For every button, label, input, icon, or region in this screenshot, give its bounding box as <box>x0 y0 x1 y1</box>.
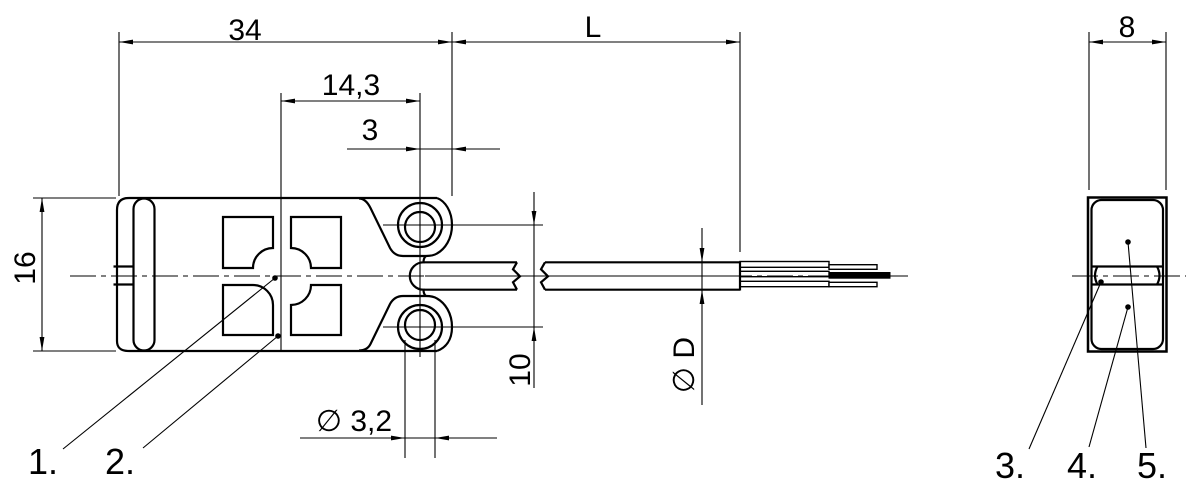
sensing-face-capsule <box>132 197 156 352</box>
mounting-ear-bottom <box>358 294 454 353</box>
front-view <box>113 196 454 353</box>
mounting-hole-bottom-outer <box>396 303 444 351</box>
mounting-ear-top <box>358 196 454 258</box>
dim-body-height: 16 <box>9 251 42 284</box>
dim-hole-to-edge: 3 <box>362 114 379 147</box>
mounting-hole-top-inner <box>403 210 437 244</box>
cable <box>423 261 742 291</box>
dim-center-to-hole: 14,3 <box>322 69 380 102</box>
extension-lines <box>33 32 1167 458</box>
callout-3: 3. <box>995 445 1025 486</box>
dimension-arrows <box>39 39 1166 441</box>
dim-hole-spacing: 10 <box>504 353 537 386</box>
callout-leaders <box>62 239 1147 450</box>
callout-4: 4. <box>1067 445 1097 486</box>
body-outline <box>115 196 437 353</box>
callout-1: 1. <box>28 441 58 482</box>
cable-break-right <box>539 261 550 291</box>
dim-mounting-hole-diameter: ∅ 3,2 <box>316 405 392 438</box>
side-body-inner <box>1090 198 1165 351</box>
cable-exit-notch <box>408 255 427 297</box>
dimension-lines <box>41 41 1166 439</box>
coil-windows <box>221 215 343 337</box>
mounting-hole-top-outer <box>396 201 444 249</box>
cable-break-left <box>511 261 522 291</box>
callout-5: 5. <box>1137 445 1167 486</box>
dim-body-width: 34 <box>228 14 261 47</box>
cable-wires <box>739 260 891 288</box>
side-groove-end-left <box>1093 265 1099 286</box>
dim-cable-length: L <box>585 11 602 44</box>
dim-body-depth: 8 <box>1119 11 1136 44</box>
dim-cable-diameter: ∅ D <box>668 337 701 393</box>
side-body-outer <box>1086 196 1168 353</box>
side-groove-end-right <box>1156 265 1161 286</box>
side-view <box>1086 196 1168 353</box>
mounting-hole-bottom-inner <box>403 308 437 342</box>
callout-2: 2. <box>105 441 135 482</box>
